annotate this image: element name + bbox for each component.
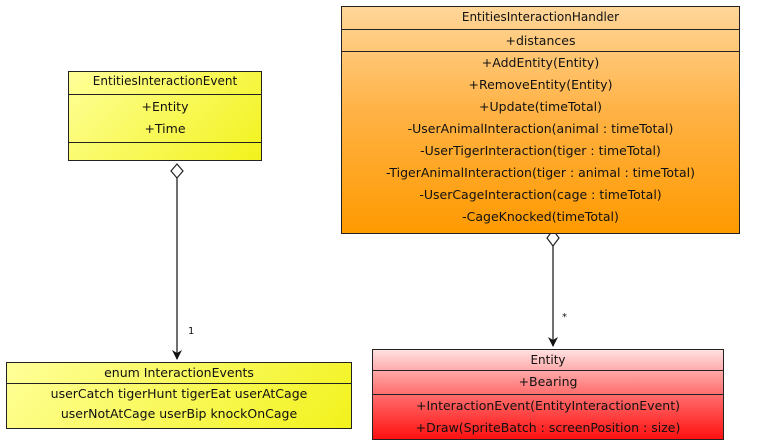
attribute: +Entity bbox=[141, 99, 189, 114]
class-entities-interaction-event[interactable]: EntitiesInteractionEvent +Entity +Time bbox=[68, 71, 262, 161]
enum-name: enum InteractionEvents bbox=[104, 365, 254, 380]
multiplicity-label-event-enum: 1 bbox=[188, 326, 195, 337]
edge-event-to-enum bbox=[170, 163, 184, 360]
class-name: Entity bbox=[530, 353, 566, 367]
class-entity[interactable]: Entity +Bearing +InteractionEvent(Entity… bbox=[372, 349, 724, 440]
enum-values-section: userCatch tigerHunt tigerEat userAtCage … bbox=[7, 383, 351, 424]
method: +Draw(SpriteBatch : screenPosition : siz… bbox=[415, 420, 681, 435]
class-name: EntitiesInteractionEvent bbox=[92, 74, 238, 88]
enum-values: userNotAtCage userBip knockOnCage bbox=[60, 406, 298, 421]
class-name: EntitiesInteractionHandler bbox=[461, 10, 620, 24]
method: +Update(timeTotal) bbox=[479, 99, 602, 114]
method: -UserCageInteraction(cage : timeTotal) bbox=[419, 187, 662, 202]
method: +RemoveEntity(Entity) bbox=[468, 77, 613, 92]
multiplicity-label-handler-entity: * bbox=[562, 312, 567, 323]
class-name-section: EntitiesInteractionHandler bbox=[342, 7, 739, 29]
method: +AddEntity(Entity) bbox=[481, 55, 600, 70]
method: -UserTigerInteraction(tiger : timeTotal) bbox=[420, 143, 661, 158]
class-entities-interaction-handler[interactable]: EntitiesInteractionHandler +distances +A… bbox=[341, 6, 740, 234]
enum-name-section: enum InteractionEvents bbox=[7, 363, 351, 383]
attribute: +distances bbox=[505, 33, 576, 48]
method: +InteractionEvent(EntityInteractionEvent… bbox=[416, 398, 680, 413]
method: -CageKnocked(timeTotal) bbox=[462, 209, 619, 224]
attributes-section: +Bearing bbox=[373, 370, 723, 394]
enum-interaction-events[interactable]: enum InteractionEvents userCatch tigerHu… bbox=[6, 362, 352, 429]
attributes-section: +distances bbox=[342, 29, 739, 51]
attribute: +Time bbox=[144, 121, 186, 136]
class-name-section: Entity bbox=[373, 350, 723, 370]
methods-section bbox=[69, 142, 261, 143]
aggregation-diamond bbox=[170, 163, 184, 179]
method: -TigerAnimalInteraction(tiger : animal :… bbox=[386, 165, 695, 180]
attributes-section: +Entity +Time bbox=[69, 94, 261, 142]
method: -UserAnimalInteraction(animal : timeTota… bbox=[407, 121, 674, 136]
enum-values: userCatch tigerHunt tigerEat userAtCage bbox=[50, 386, 308, 401]
methods-section: +AddEntity(Entity) +RemoveEntity(Entity)… bbox=[342, 51, 739, 228]
methods-section: +InteractionEvent(EntityInteractionEvent… bbox=[373, 394, 723, 439]
edge-handler-to-entity bbox=[546, 229, 560, 347]
attribute: +Bearing bbox=[518, 374, 578, 389]
class-name-section: EntitiesInteractionEvent bbox=[69, 72, 261, 94]
